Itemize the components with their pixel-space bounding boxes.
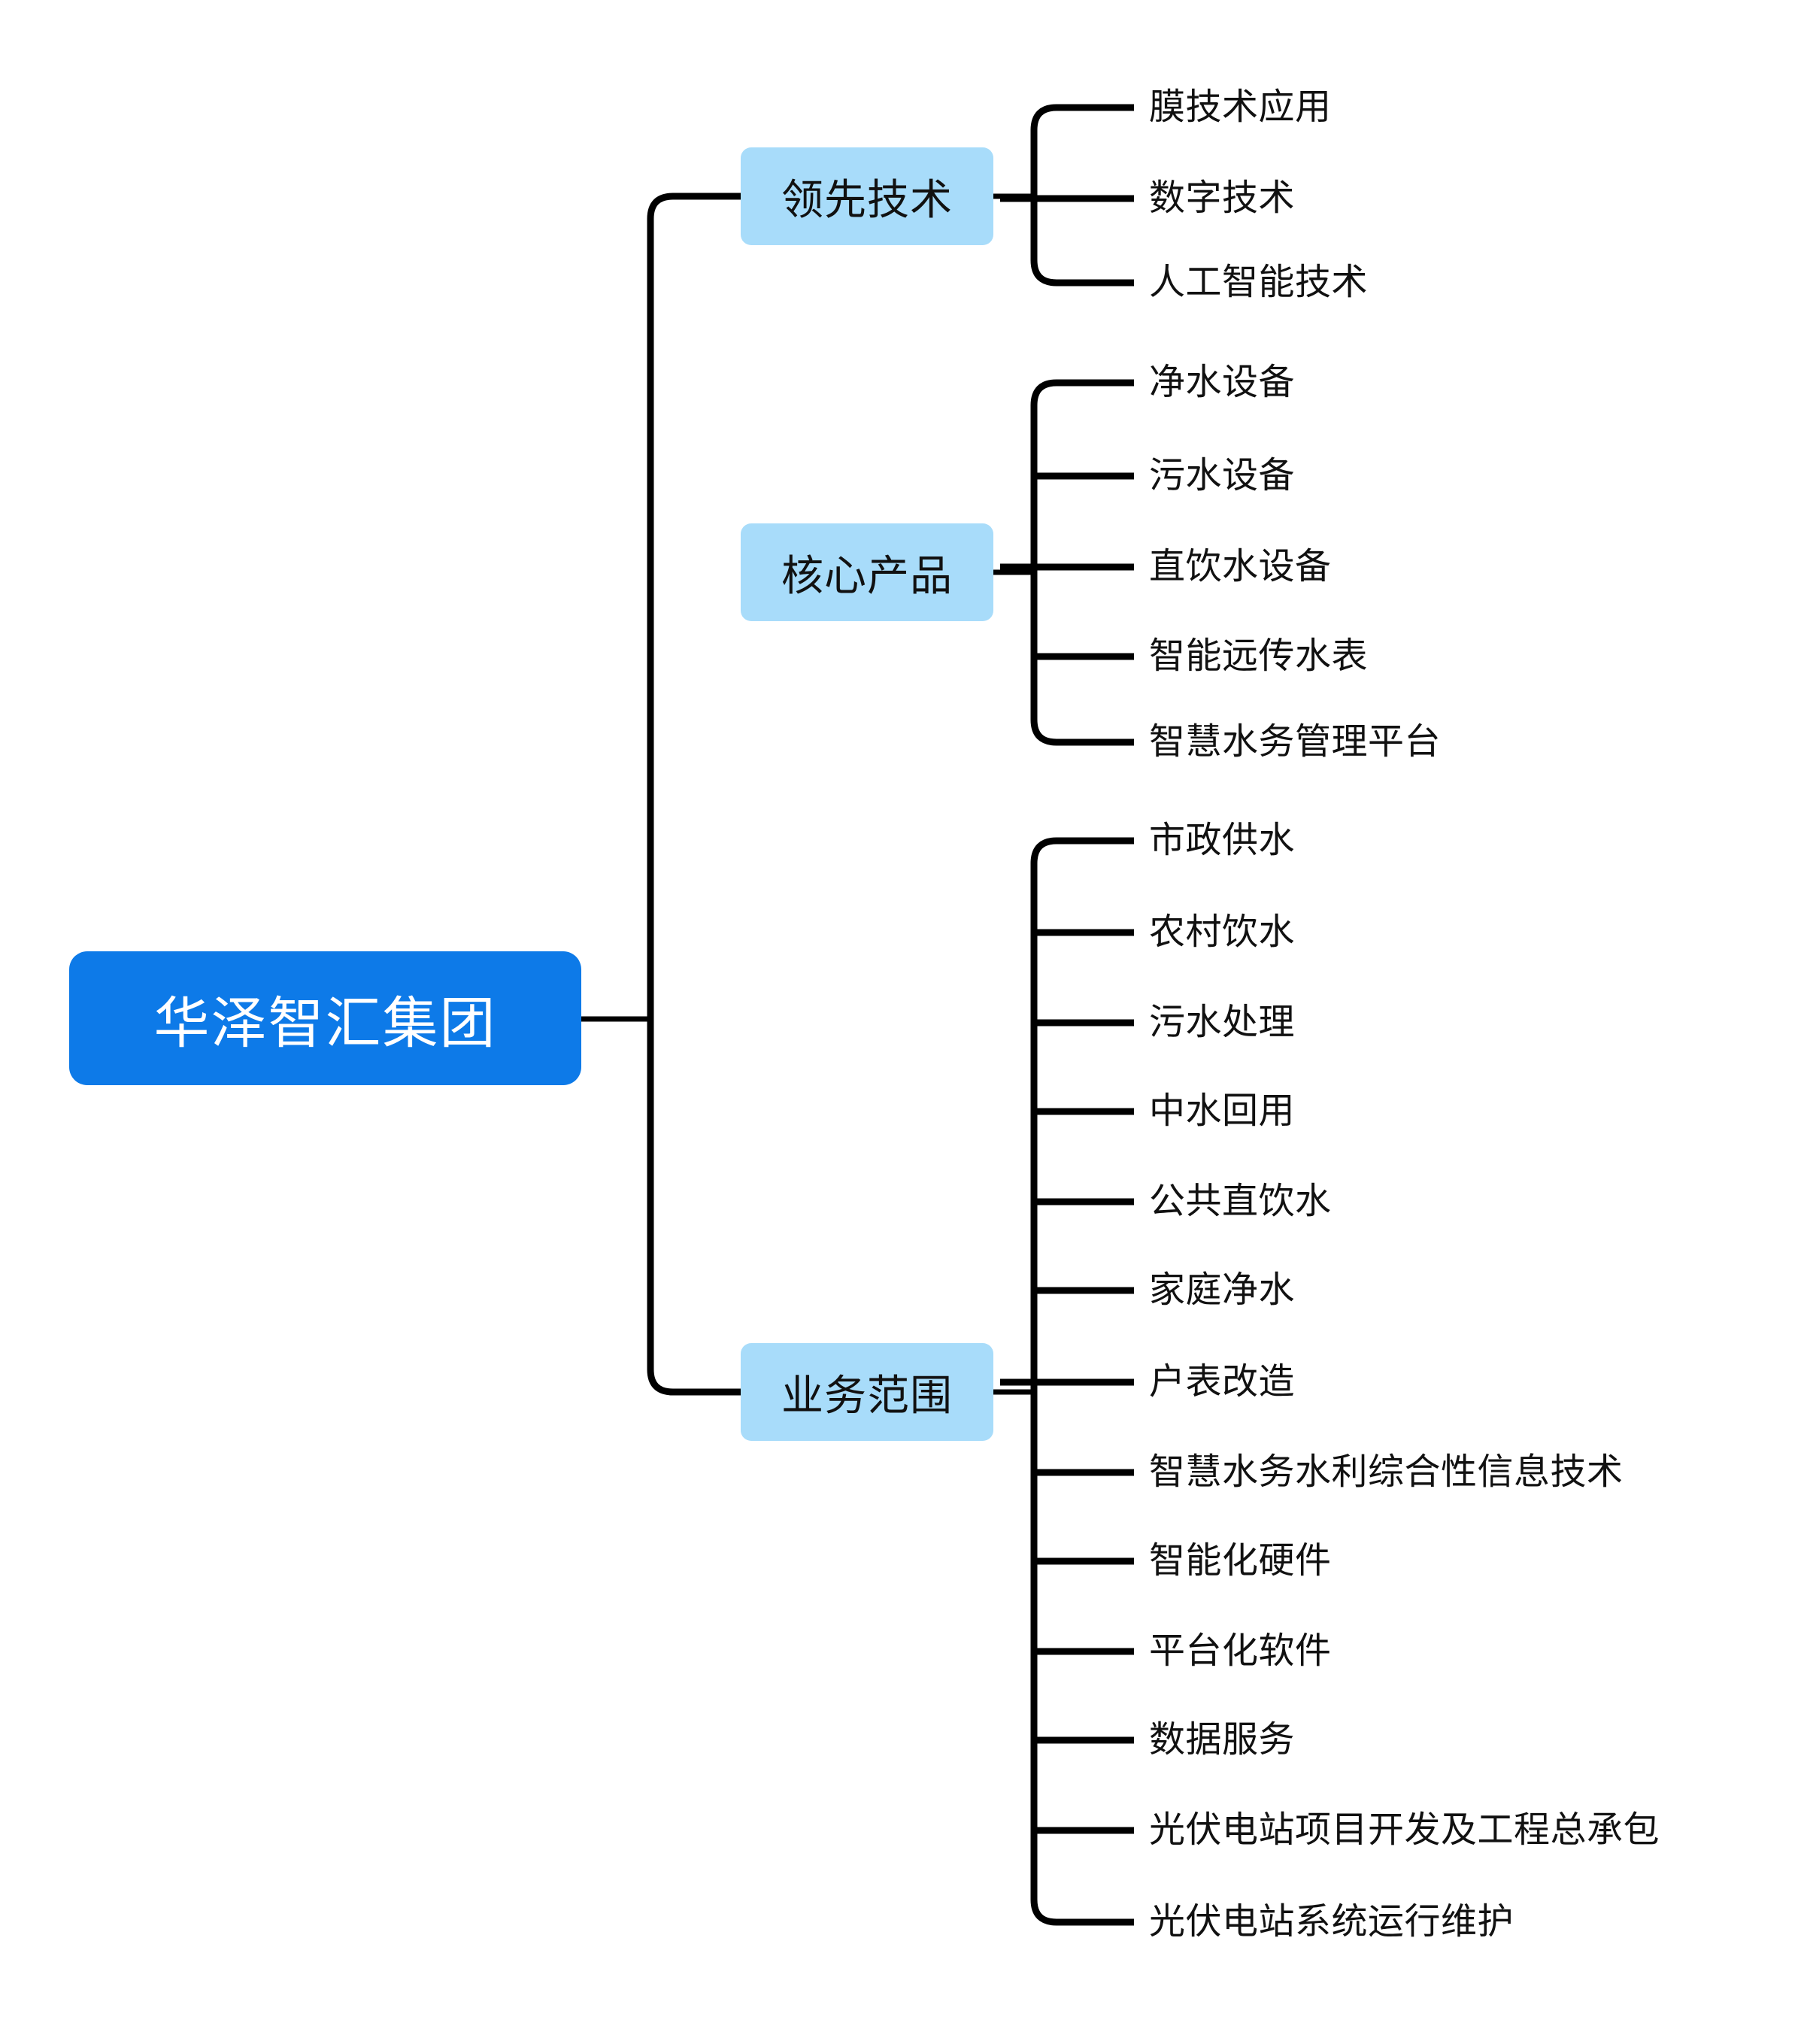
root-node[interactable]: 华泽智汇集团: [69, 951, 581, 1085]
leaf-node[interactable]: 智能远传水表: [1149, 638, 1368, 675]
leaf-node[interactable]: 人工智能技术: [1149, 265, 1368, 301]
leaf-node[interactable]: 智慧水务水利综合性信息技术: [1149, 1454, 1624, 1491]
leaf-node-label: 污水处理: [1149, 1002, 1296, 1042]
branch-node-label: 领先技术: [781, 175, 953, 223]
leaf-node[interactable]: 污水设备: [1149, 458, 1295, 494]
leaf-node[interactable]: 直饮水设备: [1149, 549, 1332, 585]
leaf-node-label: 智慧水务水利综合性信息技术: [1149, 1452, 1624, 1492]
branch-node-label: 核心产品: [781, 551, 953, 599]
leaf-node[interactable]: 智慧水务管理平台: [1149, 724, 1441, 760]
leaf-node[interactable]: 农村饮水: [1149, 914, 1295, 951]
leaf-node-label: 家庭净水: [1149, 1270, 1296, 1310]
leaf-node[interactable]: 光伏电站项目开发及工程总承包: [1149, 1812, 1660, 1848]
leaf-node-label: 农村饮水: [1149, 912, 1296, 952]
connector-branch-3-spine: [1030, 837, 1134, 1926]
branch-node-yewufanwei[interactable]: 业务范围: [741, 1343, 993, 1441]
connector-main-spine: [647, 193, 752, 1396]
connector-branch-1-spine: [1030, 104, 1134, 287]
leaf-node-label: 人工智能技术: [1149, 262, 1369, 302]
branch-node-hexinchanpin[interactable]: 核心产品: [741, 523, 993, 621]
leaf-node[interactable]: 公共直饮水: [1149, 1184, 1332, 1220]
leaf-node[interactable]: 数据服务: [1149, 1722, 1295, 1758]
leaf-node-label: 净水设备: [1149, 362, 1296, 402]
leaf-node[interactable]: 净水设备: [1149, 365, 1295, 401]
branch-node-label: 业务范围: [781, 1371, 953, 1419]
leaf-node-label: 直饮水设备: [1149, 547, 1332, 587]
leaf-node[interactable]: 家庭净水: [1149, 1272, 1295, 1309]
leaf-node[interactable]: 光伏电站系统运行维护: [1149, 1904, 1514, 1940]
leaf-node-label: 数字技术: [1149, 178, 1296, 218]
leaf-node-label: 中水回用: [1149, 1091, 1296, 1131]
leaf-node-label: 膜技术应用: [1149, 87, 1332, 127]
leaf-node[interactable]: 智能化硬件: [1149, 1543, 1332, 1579]
leaf-node[interactable]: 市政供水: [1149, 823, 1295, 859]
leaf-node[interactable]: 中水回用: [1149, 1093, 1295, 1130]
leaf-node-label: 公共直饮水: [1149, 1181, 1332, 1221]
leaf-node-label: 智慧水务管理平台: [1149, 722, 1442, 762]
leaf-node[interactable]: 污水处理: [1149, 1005, 1295, 1041]
leaf-node-label: 户表改造: [1149, 1362, 1296, 1402]
leaf-node[interactable]: 数字技术: [1149, 180, 1295, 217]
leaf-node-label: 平台化软件: [1149, 1631, 1332, 1671]
connector-branch-2-spine: [1030, 379, 1134, 746]
root-node-label: 华泽智汇集团: [153, 991, 497, 1054]
leaf-node-label: 智能远传水表: [1149, 636, 1369, 676]
leaf-node[interactable]: 平台化软件: [1149, 1633, 1332, 1669]
leaf-node-label: 光伏电站系统运行维护: [1149, 1902, 1514, 1942]
leaf-node-label: 市政供水: [1149, 820, 1296, 860]
leaf-node-label: 数据服务: [1149, 1720, 1296, 1760]
leaf-node-label: 光伏电站项目开发及工程总承包: [1149, 1810, 1660, 1850]
leaf-node[interactable]: 膜技术应用: [1149, 89, 1332, 126]
leaf-node-label: 污水设备: [1149, 456, 1296, 496]
leaf-node[interactable]: 户表改造: [1149, 1364, 1295, 1400]
branch-node-lingxianjishu[interactable]: 领先技术: [741, 147, 993, 245]
leaf-node-label: 智能化硬件: [1149, 1541, 1332, 1581]
